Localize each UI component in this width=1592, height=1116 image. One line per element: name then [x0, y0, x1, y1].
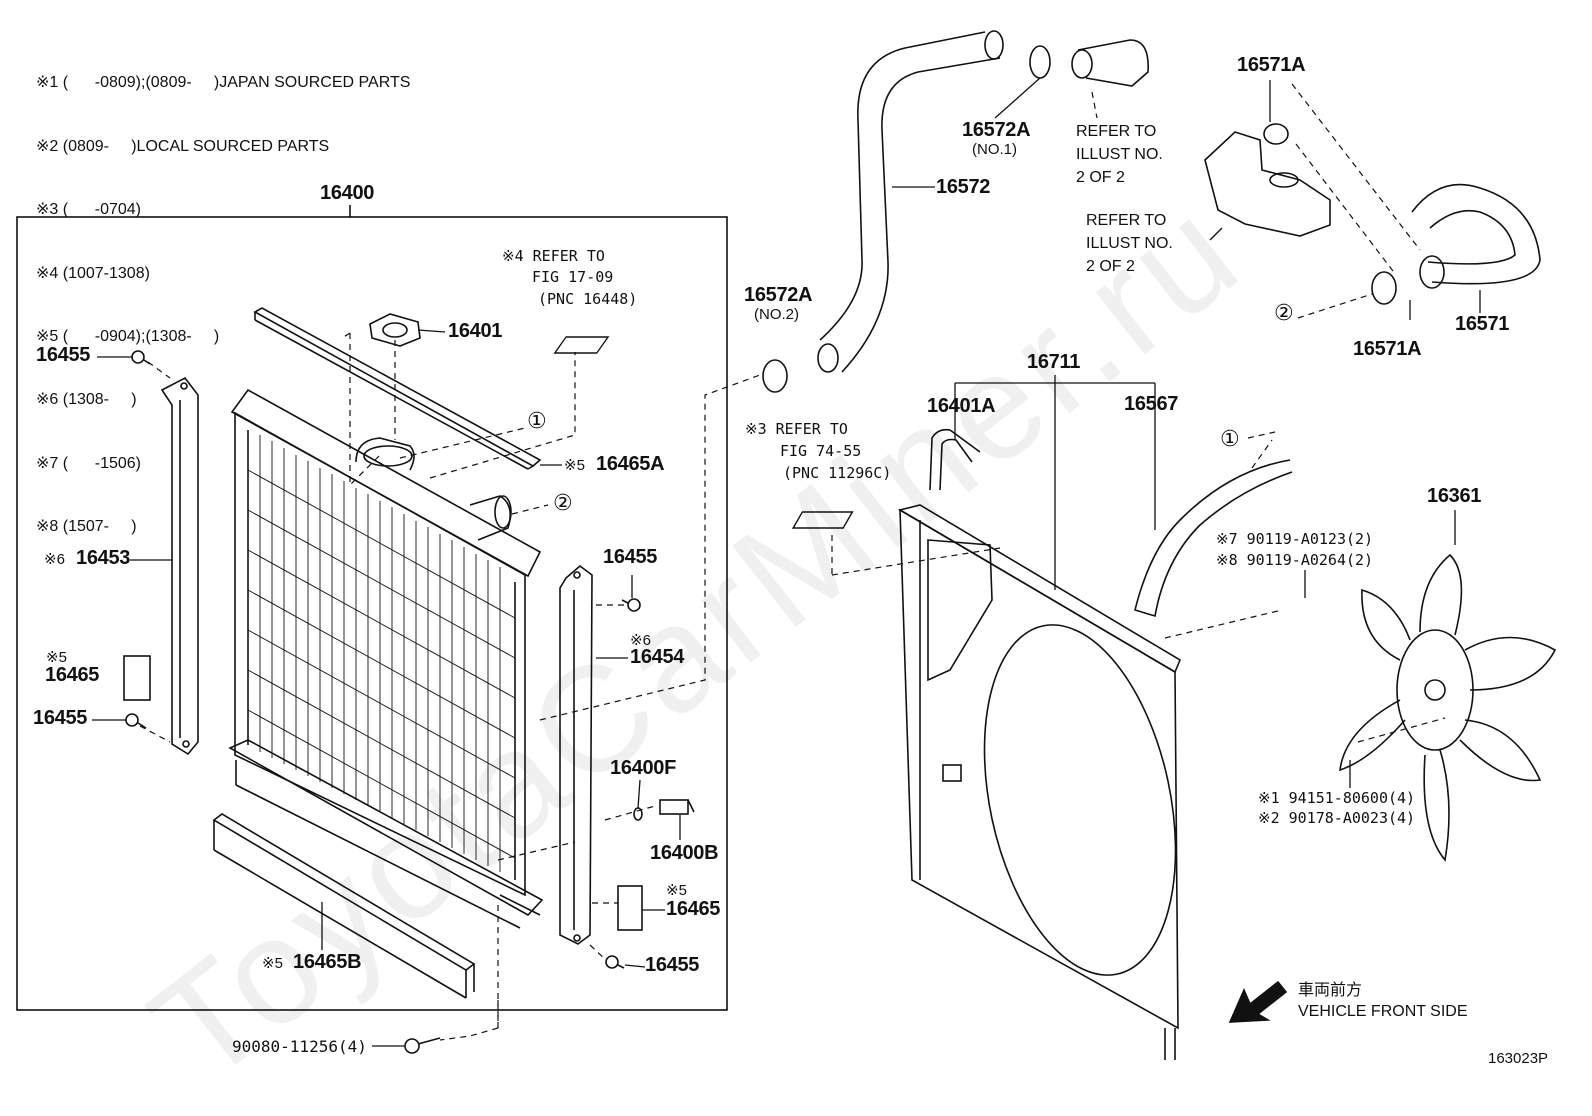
- clamp-16572A-no1: [1029, 45, 1051, 79]
- note-mark: ※6: [44, 551, 65, 568]
- applicability-notes: ※1 ( -0809);(0809- )JAPAN SOURCED PARTS …: [36, 30, 410, 558]
- part-label-16571A: 16571A: [1237, 54, 1306, 76]
- seal-strip-16465B: [212, 813, 476, 999]
- note-mark: ※5: [46, 649, 67, 666]
- note-line: ※6 (1308- ): [36, 391, 137, 409]
- note-mark: ※5: [262, 955, 283, 972]
- part-label-16400: 16400: [320, 182, 375, 204]
- part-label-16455: 16455: [36, 344, 91, 366]
- ref-fig-74-55: (PNC 11296C): [783, 464, 892, 482]
- part-label-16572: 16572: [936, 176, 991, 198]
- note-line: ※3 ( -0704): [36, 201, 141, 219]
- part-label-16711: 16711: [1027, 351, 1081, 373]
- part-label-16571: 16571: [1455, 313, 1510, 335]
- hose-16571: [1411, 183, 1541, 289]
- dashed-leaders: [139, 83, 1446, 1041]
- part-label-16465B: 16465B: [293, 951, 362, 973]
- bolt-icon: [621, 598, 641, 612]
- seal-strip-16465A: [253, 307, 542, 470]
- note-line: ※5 ( -0904);(1308- ): [36, 328, 220, 346]
- ref-fig-17-09: FIG 17-09: [532, 268, 614, 286]
- figure-code: 163023P: [1488, 1050, 1549, 1067]
- sticker-icon: [791, 511, 854, 529]
- ref-illust: 2 OF 2: [1086, 258, 1135, 275]
- clamp-16571A-top: [1263, 123, 1289, 145]
- note-line: ※8 (1507- ): [36, 518, 137, 536]
- part-label-90119: ※7 90119-A0123(2): [1216, 530, 1374, 548]
- circle-marker-1: ①: [1220, 427, 1240, 452]
- part-label-94151: ※1 94151-80600(4): [1258, 789, 1416, 807]
- part-label-16401: 16401: [448, 320, 503, 342]
- part-label-16455: 16455: [645, 954, 700, 976]
- ref-illust: ILLUST NO.: [1086, 235, 1173, 252]
- part-label-16455: 16455: [33, 707, 88, 729]
- ref-fig-17-09: (PNC 16448): [538, 290, 638, 308]
- bolt-icon: [404, 1037, 441, 1054]
- part-label-16465: 16465: [45, 664, 100, 686]
- part-label-16572A: 16572A: [962, 119, 1031, 141]
- part-label-16455: 16455: [603, 546, 658, 568]
- sticker-icon: [553, 336, 610, 354]
- bracket-16453: [160, 376, 199, 756]
- part-label-16400F: 16400F: [610, 757, 677, 779]
- ref-illust: 2 OF 2: [1076, 169, 1125, 186]
- note-mark: ※5: [666, 882, 687, 899]
- hose-16401A: [929, 428, 981, 491]
- ref-illust: ILLUST NO.: [1076, 146, 1163, 163]
- bracket-16454: [559, 564, 593, 945]
- note-line: ※4 (1007-1308): [36, 264, 150, 282]
- part-label-16567: 16567: [1124, 393, 1179, 415]
- part-label-16453: 16453: [76, 547, 131, 569]
- pad-16465-left: [123, 655, 151, 701]
- note-line: ※1 ( -0809);(0809- )JAPAN SOURCED PARTS: [36, 74, 411, 92]
- part-label-90119: ※8 90119-A0264(2): [1216, 551, 1374, 569]
- bolt-icon: [605, 955, 625, 969]
- part-label-16571A: 16571A: [1353, 338, 1422, 360]
- circle-marker-2: ②: [553, 491, 573, 516]
- note-line: ※2 (0809- )LOCAL SOURCED PARTS: [36, 137, 330, 155]
- clamp-16572A-no2: [762, 359, 788, 393]
- radiator-core: [228, 388, 544, 929]
- fan-16361: [1339, 553, 1557, 862]
- ref-illust: REFER TO: [1086, 212, 1167, 229]
- gasket-16401: [369, 313, 421, 347]
- ref-fig-74-55: ※3 REFER TO: [745, 420, 848, 438]
- ref-illust: REFER TO: [1076, 123, 1157, 140]
- part-label-16454: 16454: [630, 646, 685, 668]
- part-label-16400B: 16400B: [650, 842, 719, 864]
- water-outlet: [1071, 39, 1331, 237]
- note-mark: ※6: [630, 632, 651, 649]
- pad-16465-right: [617, 885, 643, 931]
- part-sub-label: (NO.2): [754, 306, 799, 323]
- note-line: ※7 ( -1506): [36, 454, 141, 472]
- part-label-16401A: 16401A: [927, 395, 996, 417]
- circle-marker-1: ①: [527, 409, 547, 434]
- part-label-16465: 16465: [666, 898, 721, 920]
- hose-16572: [817, 30, 1004, 373]
- drain-plug-16400B: [659, 799, 695, 815]
- note-mark: ※5: [564, 457, 585, 474]
- fan-shroud-16711: [897, 504, 1182, 1060]
- part-label-16572A: 16572A: [744, 284, 813, 306]
- leader-lines: [92, 77, 1481, 1047]
- part-label-16361: 16361: [1427, 485, 1482, 507]
- ref-fig-74-55: FIG 74-55: [780, 442, 862, 460]
- vehicle-front-en: VEHICLE FRONT SIDE: [1298, 1003, 1468, 1020]
- hose-16567: [1134, 459, 1293, 618]
- ref-fig-17-09: ※4 REFER TO: [502, 247, 605, 265]
- vehicle-front-jp: 車両前方: [1298, 980, 1363, 999]
- assembly-box-16400: [16, 216, 728, 1011]
- clamp-16571A-bottom: [1371, 271, 1397, 305]
- part-label-16465A: 16465A: [596, 453, 665, 475]
- part-sub-label: (NO.1): [972, 141, 1017, 158]
- vehicle-front-arrow-icon: [1228, 980, 1288, 1023]
- circle-marker-2: ②: [1274, 301, 1294, 326]
- bolt-icon: [131, 350, 151, 365]
- part-label-90080: 90080-11256(4): [232, 1037, 367, 1056]
- gasket-hole: [382, 322, 408, 338]
- bolt-icon: [125, 713, 147, 729]
- part-label-90178: ※2 90178-A0023(4): [1258, 809, 1416, 827]
